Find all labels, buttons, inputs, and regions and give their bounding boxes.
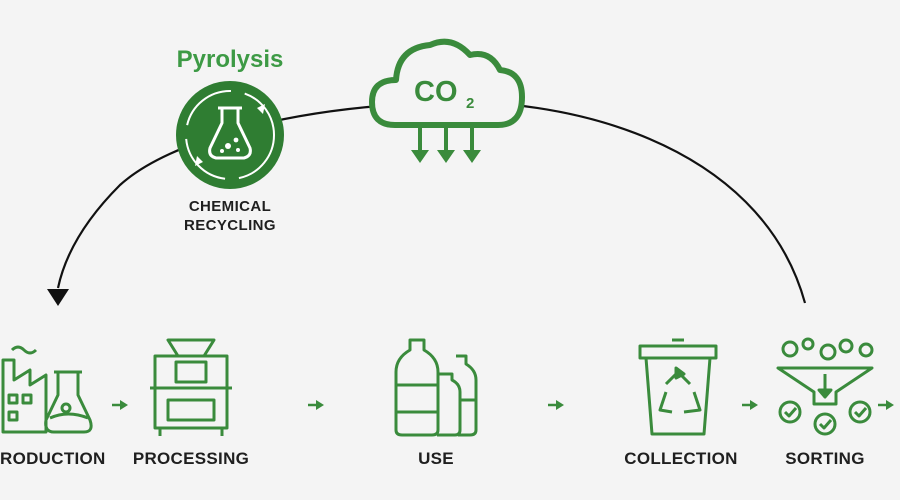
co2-subscript: 2 [466, 95, 474, 112]
cloud-co2-icon: CO 2 [369, 38, 525, 163]
stage-label-processing: PROCESSING [133, 449, 249, 468]
bottles-icon [394, 338, 478, 437]
chemical-recycling-line2: RECYCLING [184, 217, 276, 234]
chemical-recycling-icon [176, 81, 284, 189]
machine-icon [150, 338, 232, 436]
stage-label-sorting: SORTING [785, 449, 865, 468]
process-title: Pyrolysis [177, 46, 284, 73]
arc-arrowhead [47, 289, 69, 306]
factory-flask-icon [1, 345, 93, 434]
stage-label-production: RODUCTION [0, 449, 106, 468]
return-arc [56, 101, 807, 304]
flow-arrows [112, 400, 894, 410]
stage-label-collection: COLLECTION [624, 449, 738, 468]
stage-label-use: USE [418, 449, 454, 468]
recycle-bin-icon [638, 338, 718, 436]
co2-label: CO [414, 76, 458, 108]
chemical-recycling-line1: CHEMICAL [189, 198, 271, 215]
funnel-sort-icon [776, 337, 874, 436]
